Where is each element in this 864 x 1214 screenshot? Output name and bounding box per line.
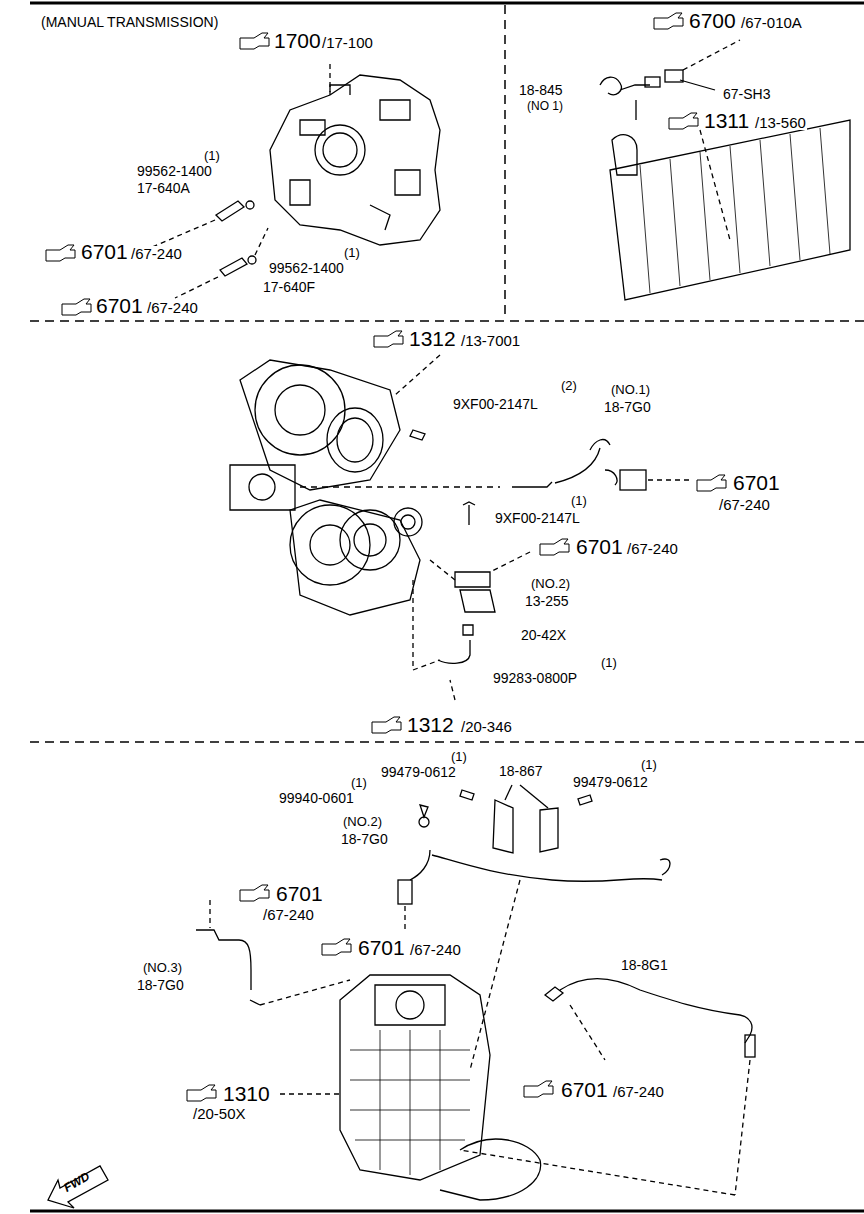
quantity-note: (1) (600, 656, 618, 669)
part-number: 67-SH3 (722, 87, 771, 101)
reference-subnumber: /13-560 (754, 115, 807, 130)
reference-subnumber: /67-240 (409, 942, 462, 957)
part-number: 99283-0800P (492, 671, 578, 685)
part-number: 18-8G1 (620, 958, 669, 972)
quantity-note: (NO.3) (142, 961, 183, 974)
part-number: 99479-0612 (572, 775, 649, 789)
part-number: 18-7G0 (136, 978, 185, 992)
part-number: 17-640F (262, 280, 316, 294)
reference-subnumber: /20-50X (192, 1106, 247, 1121)
reference-number: 6701 (95, 295, 144, 316)
quantity-note: (NO.1) (610, 383, 651, 396)
part-number: 13-255 (524, 594, 570, 608)
quantity-note: (2) (560, 379, 578, 392)
quantity-note: (1) (570, 494, 588, 507)
part-number: 99562-1400 (136, 164, 213, 178)
part-number: 20-42X (520, 628, 567, 642)
quantity-note: (1) (350, 776, 368, 789)
reference-subnumber: /67-240 (718, 497, 771, 512)
reference-number: 6701 (357, 937, 406, 958)
reference-subnumber: /67-240 (262, 907, 315, 922)
reference-subnumber: /67-240 (612, 1084, 665, 1099)
section-note: (MANUAL TRANSMISSION) (40, 15, 219, 29)
part-number: 18-867 (498, 764, 544, 778)
quantity-note: (1) (450, 750, 468, 763)
part-number: 9XF00-2147L (452, 397, 539, 411)
reference-number: 1311 (703, 110, 750, 131)
part-number: 18-7G0 (603, 400, 652, 414)
reference-number: 6701 (732, 472, 781, 493)
reference-number: 6701 (80, 241, 129, 262)
reference-subnumber: /67-240 (626, 541, 679, 556)
quantity-note: (NO.2) (530, 577, 571, 590)
quantity-note: (NO 1) (526, 100, 564, 112)
quantity-note: (1) (343, 246, 361, 259)
part-number: 99479-0612 (380, 765, 457, 779)
reference-number: 1312 (406, 714, 455, 735)
reference-number: 6701 (275, 883, 324, 904)
reference-subnumber: /67-010A (740, 15, 803, 30)
part-number: 18-845 (518, 83, 564, 97)
part-number: 17-640A (136, 181, 191, 195)
quantity-note: (1) (203, 149, 221, 162)
reference-number: 6701 (575, 536, 624, 557)
part-number: 9XF00-2147L (494, 511, 581, 525)
quantity-note: (NO.2) (342, 815, 383, 828)
reference-number: 1312 (408, 328, 457, 349)
reference-number: 6701 (560, 1079, 609, 1100)
reference-number: 6700 (688, 10, 737, 31)
reference-subnumber: /67-240 (130, 246, 183, 261)
part-number: 99562-1400 (268, 261, 345, 275)
reference-subnumber: /67-240 (146, 300, 199, 315)
reference-subnumber: /13-7001 (460, 333, 521, 348)
reference-subnumber: /20-346 (460, 719, 513, 734)
reference-subnumber: /17-100 (321, 35, 374, 50)
part-number: 18-7G0 (340, 832, 389, 846)
quantity-note: (1) (640, 758, 658, 771)
reference-number: 1700 (273, 30, 322, 51)
reference-number: 1310 (222, 1083, 271, 1104)
part-number: 99940-0601 (278, 791, 355, 805)
